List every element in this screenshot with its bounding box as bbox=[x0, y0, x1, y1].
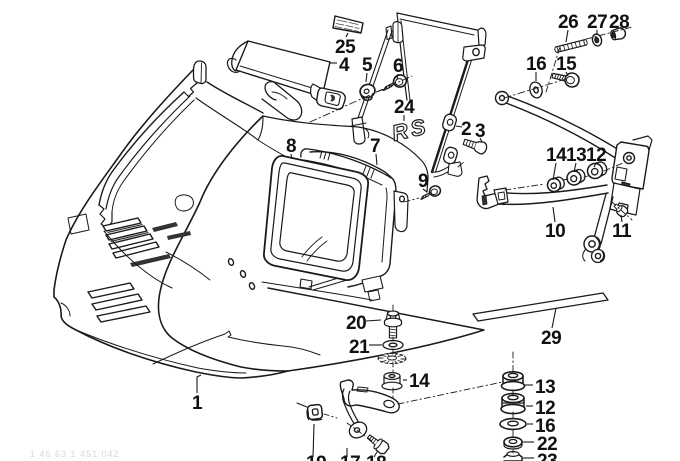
svg-text:1: 1 bbox=[192, 393, 203, 414]
svg-text:21: 21 bbox=[349, 337, 370, 358]
svg-text:12: 12 bbox=[535, 398, 555, 419]
svg-text:27: 27 bbox=[587, 12, 607, 33]
svg-text:8: 8 bbox=[286, 136, 296, 157]
svg-text:10: 10 bbox=[545, 221, 565, 242]
svg-text:11: 11 bbox=[612, 221, 632, 242]
svg-text:26: 26 bbox=[558, 12, 578, 33]
svg-text:16: 16 bbox=[535, 416, 555, 437]
svg-text:12: 12 bbox=[586, 145, 606, 166]
svg-text:1 46 63 1 451 042: 1 46 63 1 451 042 bbox=[30, 449, 120, 459]
svg-text:23: 23 bbox=[537, 451, 557, 461]
svg-text:17: 17 bbox=[340, 453, 360, 461]
svg-text:14: 14 bbox=[546, 145, 567, 166]
svg-text:2: 2 bbox=[461, 119, 471, 140]
svg-text:25: 25 bbox=[335, 37, 356, 58]
svg-text:13: 13 bbox=[566, 145, 586, 166]
svg-text:9: 9 bbox=[418, 171, 428, 192]
svg-text:7: 7 bbox=[370, 136, 380, 157]
svg-text:29: 29 bbox=[541, 328, 561, 349]
svg-text:18: 18 bbox=[366, 453, 386, 461]
svg-text:13: 13 bbox=[535, 377, 555, 398]
svg-text:20: 20 bbox=[346, 313, 366, 334]
svg-text:15: 15 bbox=[556, 54, 577, 75]
svg-text:19: 19 bbox=[306, 453, 326, 461]
svg-text:4: 4 bbox=[339, 55, 350, 76]
svg-text:14: 14 bbox=[409, 371, 430, 392]
svg-text:28: 28 bbox=[609, 12, 629, 33]
svg-text:24: 24 bbox=[394, 97, 415, 118]
svg-text:22: 22 bbox=[537, 434, 557, 455]
svg-text:6: 6 bbox=[393, 56, 403, 77]
svg-text:16: 16 bbox=[526, 54, 546, 75]
svg-text:5: 5 bbox=[362, 55, 373, 76]
svg-text:3: 3 bbox=[475, 121, 485, 142]
